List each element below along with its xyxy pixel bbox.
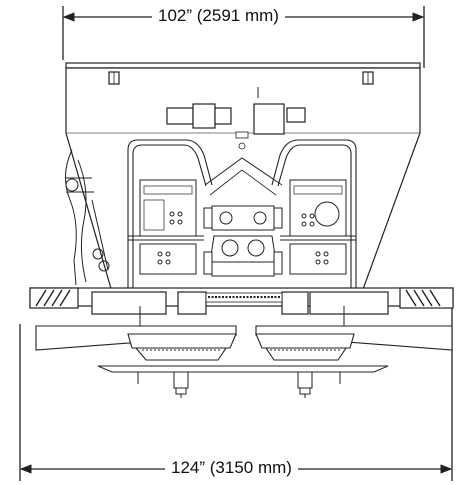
top-width-label: 102” (2591 mm) bbox=[152, 6, 285, 26]
hopper-top-rim bbox=[65, 62, 421, 69]
hose-bundle-left bbox=[65, 149, 110, 286]
decal-4 bbox=[253, 103, 285, 135]
decal-1 bbox=[166, 107, 194, 125]
motor-right bbox=[297, 371, 313, 398]
bottom-width-label: 124” (3150 mm) bbox=[165, 458, 298, 478]
decal-3 bbox=[214, 107, 232, 125]
gearbox-assembly bbox=[203, 205, 283, 277]
decal-5 bbox=[286, 107, 306, 123]
control-box-right bbox=[289, 179, 347, 275]
spinner-left bbox=[35, 325, 237, 361]
cross-frame bbox=[29, 287, 454, 315]
control-box-left bbox=[139, 179, 197, 275]
end-panel-left bbox=[29, 287, 79, 309]
decal-2 bbox=[192, 103, 216, 129]
motor-left bbox=[173, 371, 189, 398]
spinner-deck bbox=[97, 306, 389, 384]
spinner-right bbox=[255, 325, 453, 361]
